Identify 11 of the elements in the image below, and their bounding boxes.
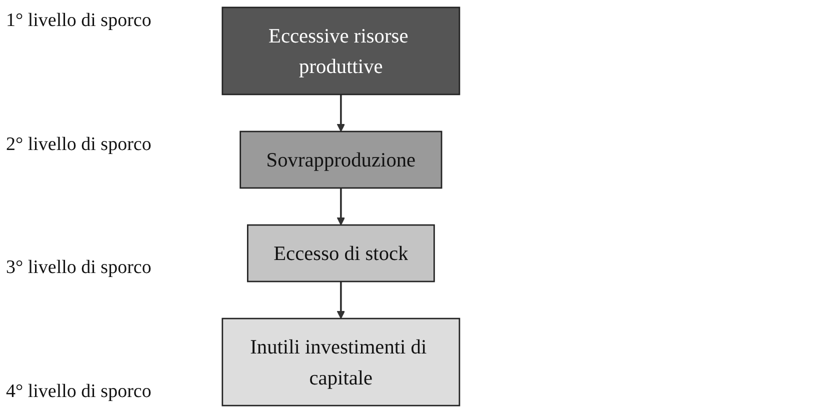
level-label: 4° livello di sporco [6,380,152,404]
arrow [336,282,345,319]
node-box: Eccesso di stock [247,224,435,282]
node-box: Sovrapproduzione [240,130,442,189]
node-box: Inutili investimenti di capitale [222,318,460,406]
level-label: 3° livello di sporco [6,256,152,280]
level-label: 1° livello di sporco [6,9,152,33]
arrow [336,188,345,226]
node-box: Eccessive risorse produttive [222,6,460,96]
level-label: 2° livello di sporco [6,132,152,157]
arrow [336,94,345,132]
